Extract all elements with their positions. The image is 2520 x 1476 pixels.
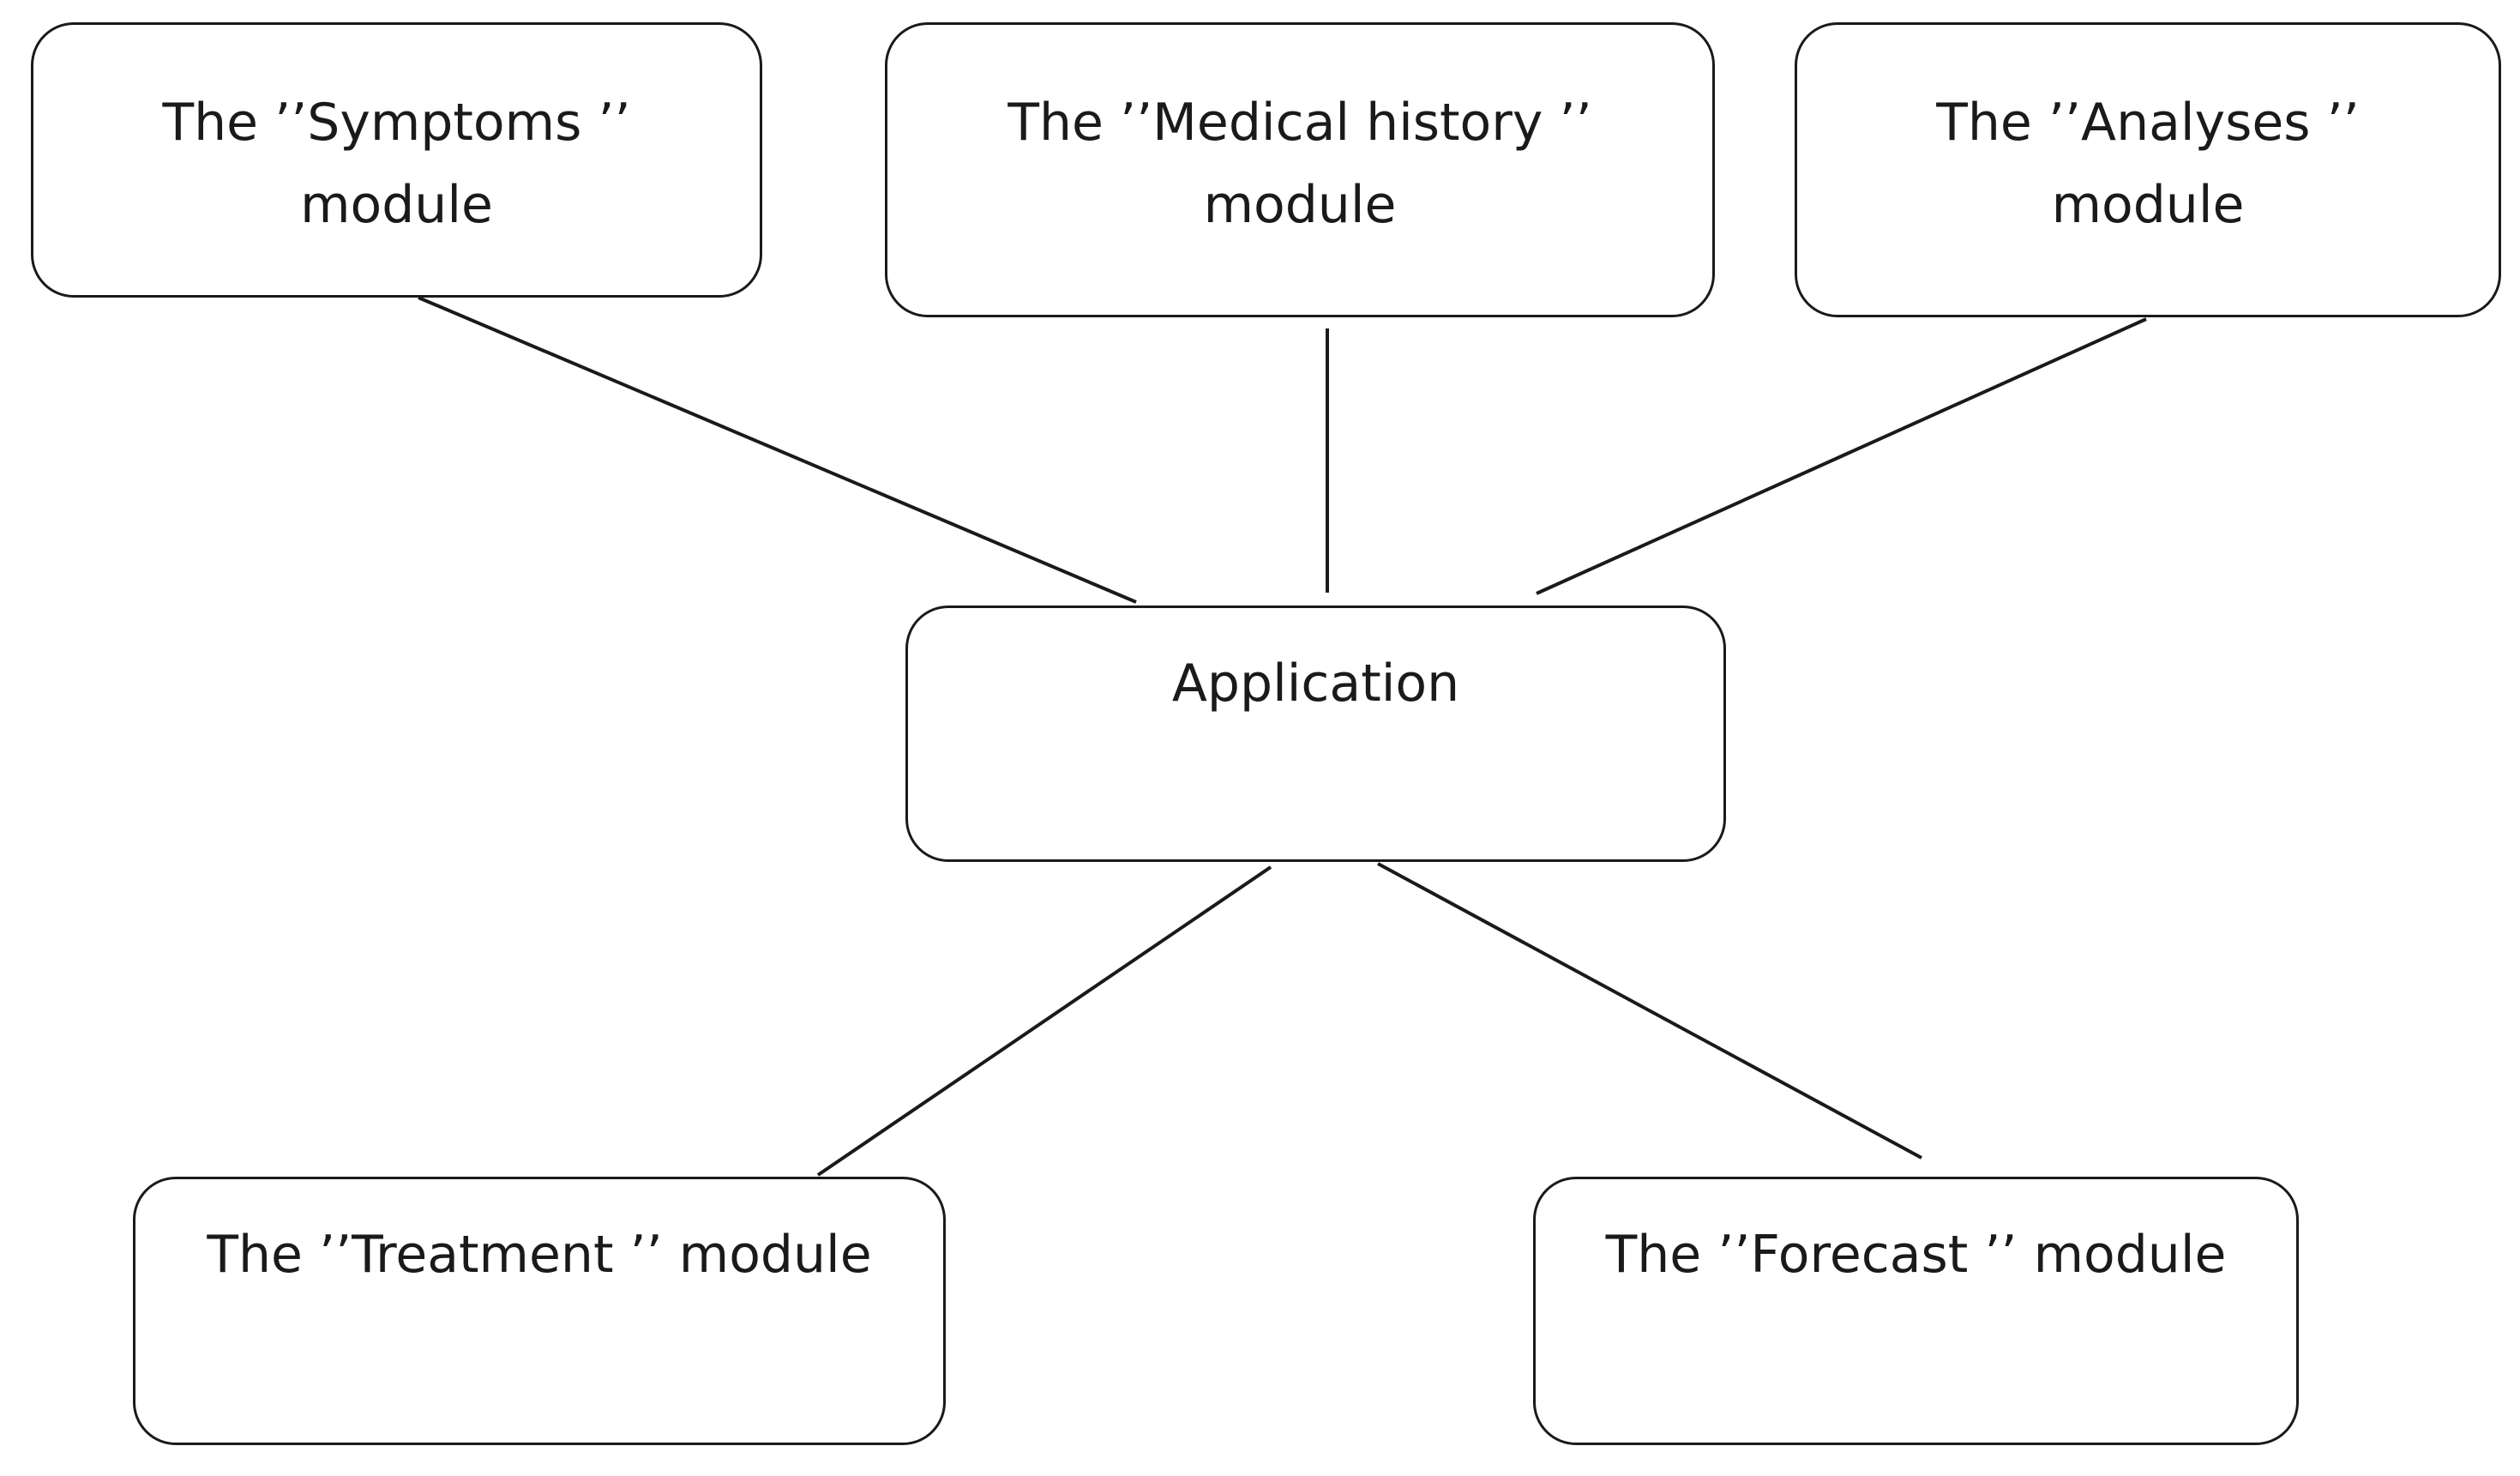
medical-history-module-label-line2: module <box>1203 175 1397 235</box>
forecast-module-box: The ’’Forecast ’’ module <box>1533 1177 2299 1445</box>
analyses-module-label-line2: module <box>2051 175 2245 235</box>
application-box: Application <box>905 605 1726 862</box>
medical-history-module-box: The ’’Medical history ’’ module <box>885 22 1715 317</box>
edge-application-treatment <box>816 865 1272 1177</box>
symptoms-module-label-line1: The ’’Symptoms ’’ <box>162 93 631 153</box>
treatment-module-box: The ’’Treatment ’’ module <box>133 1177 946 1445</box>
medical-history-module-label-line1: The ’’Medical history ’’ <box>1007 93 1592 153</box>
edge-analyses-application <box>1536 317 2147 595</box>
analyses-module-box: The ’’Analyses ’’ module <box>1795 22 2501 317</box>
analyses-module-label-line1: The ’’Analyses ’’ <box>1936 93 2360 153</box>
application-label: Application <box>1171 654 1460 714</box>
symptoms-module-box: The ’’Symptoms ’’ module <box>31 22 762 298</box>
forecast-module-label: The ’’Forecast ’’ module <box>1605 1225 2227 1285</box>
edge-application-forecast <box>1377 862 1922 1160</box>
symptoms-module-label-line2: module <box>300 175 493 235</box>
edge-symptoms-application <box>418 296 1137 604</box>
treatment-module-label: The ’’Treatment ’’ module <box>207 1225 872 1285</box>
